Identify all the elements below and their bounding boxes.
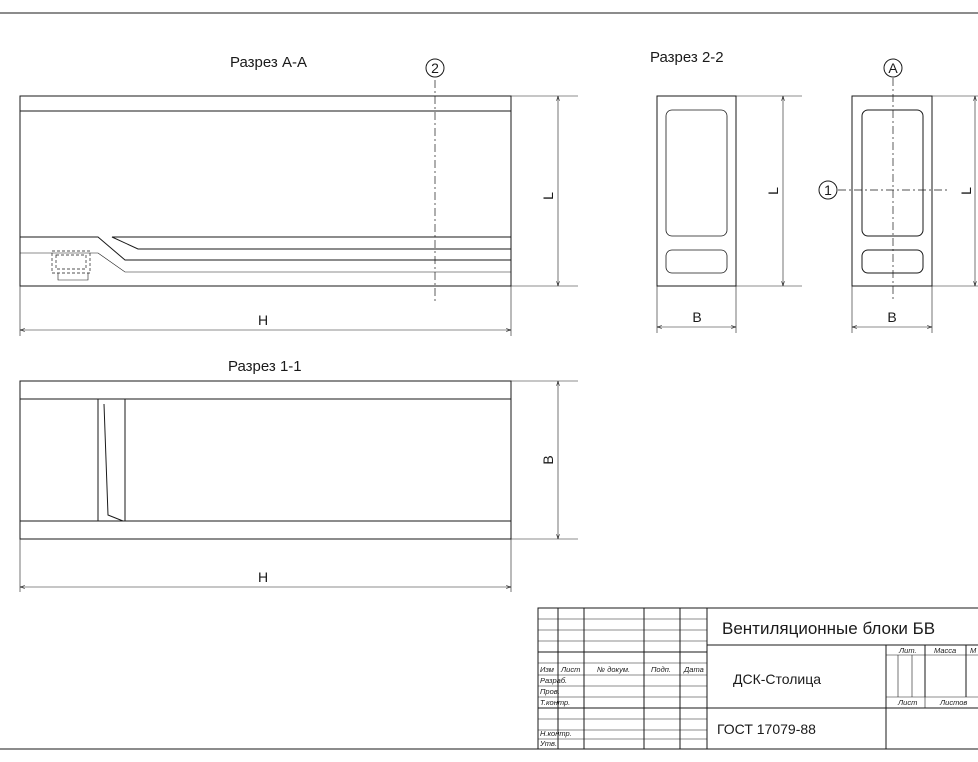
- tb-sheets: Листов: [939, 698, 967, 707]
- tb-massa: Масса: [934, 646, 956, 655]
- end-view-channel-small: [861, 249, 924, 274]
- section-11-contour: [19, 380, 512, 540]
- tb-name: Вентиляционные блоки БВ: [722, 619, 935, 638]
- section-aa-callout-circle: [425, 58, 445, 78]
- tb-sheet: Лист: [897, 698, 917, 707]
- section-22-view: Разрез 2-2 B L: [650, 49, 802, 333]
- end-view-channel-large: [861, 109, 924, 237]
- section-11-title: Разрез 1-1: [228, 358, 302, 375]
- tb-role-nkontr: Н.контр.: [540, 729, 572, 738]
- section-11-dim-b: B: [540, 455, 556, 464]
- tb-role-prov: Пров.: [540, 687, 560, 696]
- section-aa-inner-line: [20, 252, 511, 273]
- section-aa-insert: [51, 250, 91, 274]
- section-aa-callout: 2: [431, 60, 439, 76]
- end-view-dim-l: L: [958, 187, 974, 195]
- section-22-body: [656, 95, 737, 287]
- tb-org: ДСК-Столица: [733, 671, 821, 687]
- section-11-view: Разрез 1-1 H B: [19, 358, 578, 592]
- end-view-dim-b: B: [887, 309, 896, 325]
- section-aa-view: Разрез А-А 2 H L: [19, 54, 578, 336]
- tb-doc-no: № докум.: [597, 665, 630, 674]
- section-aa-dim-h: H: [258, 312, 268, 328]
- section-22-title: Разрез 2-2: [650, 49, 724, 66]
- end-view: А 1 B L: [818, 58, 978, 333]
- section-11-partition: [103, 403, 124, 522]
- section-aa-contour: [19, 95, 512, 287]
- tb-role-utv: Утв.: [539, 739, 557, 748]
- section-11-bottom-wall: [19, 520, 512, 540]
- section-aa-title: Разрез А-А: [230, 54, 307, 71]
- tb-date: Дата: [683, 665, 704, 674]
- end-view-body: [851, 95, 933, 287]
- tb-list: Лист: [560, 665, 580, 674]
- tb-masshtab: М: [970, 646, 977, 655]
- tb-role-tkontr: Т.контр.: [540, 698, 570, 707]
- section-aa-bottom-wall: [19, 236, 512, 287]
- section-11-dim-h: H: [258, 569, 268, 585]
- section-aa-divider-wall: [111, 236, 512, 250]
- section-11-top-wall: [19, 380, 512, 400]
- section-22-channel-small: [665, 249, 728, 274]
- tb-role-razrab: Разраб.: [540, 676, 567, 685]
- title-block: Изм Лист № докум. Подп. Дата Разраб. Про…: [537, 607, 978, 750]
- section-aa-top-wall: [19, 95, 512, 112]
- section-aa-dim-l: L: [540, 192, 556, 200]
- tb-sign: Подп.: [651, 665, 671, 674]
- end-view-callout-top: А: [888, 60, 898, 76]
- section-22-dim-b: B: [692, 309, 701, 325]
- tb-izm: Изм: [540, 665, 554, 674]
- section-22-channel-large: [665, 109, 728, 237]
- tb-lit: Лит.: [898, 646, 917, 655]
- tb-standard: ГОСТ 17079-88: [717, 721, 816, 737]
- end-view-callout-left: 1: [824, 182, 832, 198]
- section-22-dim-l: L: [765, 187, 781, 195]
